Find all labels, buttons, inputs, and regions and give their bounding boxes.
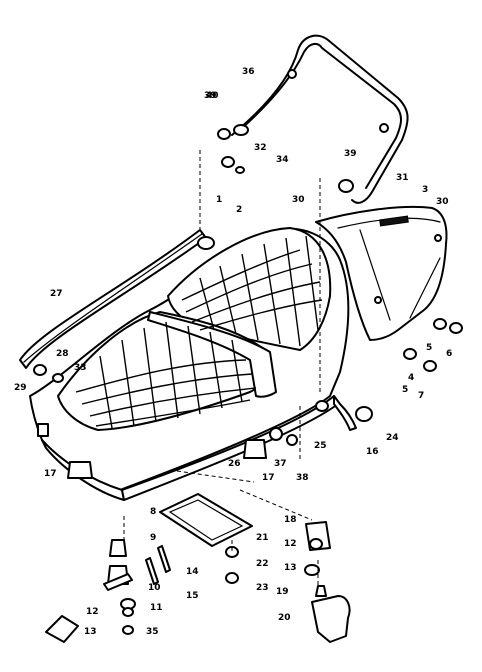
callout-label: 16 [366,447,379,457]
callout-label: 11 [150,603,163,613]
rear-pad-quilting [181,235,323,347]
callout-label: 10 [148,583,161,593]
callout-label: 18 [284,515,297,525]
trim-strip [19,229,215,369]
callout-label: 1 [216,195,222,205]
callout-label: 32 [254,143,267,153]
lower-hardware [33,318,463,643]
callout-label: 17 [262,473,275,483]
callout-label: 31 [396,173,409,183]
callout-label: 25 [314,441,327,451]
callout-label: 35 [146,627,159,637]
callout-label: 30 [436,197,449,207]
callout-label: 5 [426,343,432,353]
callout-label: 40 [206,91,219,101]
callout-label: 6 [446,349,452,359]
callout-label: 23 [256,583,269,593]
callout-label: 2 [236,205,242,215]
tail-cowl [315,205,448,341]
latch-parts [315,395,373,431]
callout-label: 26 [228,459,241,469]
callout-label: 39 [204,91,217,101]
callout-label: 24 [386,433,399,443]
callout-label: 17 [44,469,57,479]
callout-label: 30 [292,195,305,205]
callout-label: 13 [284,563,297,573]
callout-label: 34 [276,155,289,165]
callout-label: 13 [84,627,97,637]
bar-hardware [217,128,354,193]
callout-label: 3 [422,185,428,195]
callout-label: 33 [74,363,87,373]
callout-label: 39 [344,149,357,159]
callout-label: 12 [86,607,99,617]
callout-label: 37 [274,459,287,469]
callout-label: 27 [50,289,63,299]
grab-bar [231,34,409,204]
callout-label: 28 [56,349,69,359]
callout-label: 14 [186,567,199,577]
callout-label: 9 [150,533,156,543]
callout-label: 19 [276,587,289,597]
callout-label: 7 [418,391,424,401]
callout-label: 4 [408,373,414,383]
callout-label: 5 [402,385,408,395]
callout-label: 36 [242,67,255,77]
callout-label: 12 [284,539,297,549]
callout-label: 8 [150,507,156,517]
callout-label: 20 [278,613,291,623]
front-pad-quilting [75,321,257,429]
callout-label: 38 [296,473,309,483]
leader-lines [123,150,321,586]
seat [29,227,350,501]
callout-label: 15 [186,591,199,601]
callout-label: 22 [256,559,269,569]
callout-labels: 1 2 3 4 5 5 6 7 8 9 10 11 12 12 13 13 14… [14,67,452,637]
callout-label: 21 [256,533,269,543]
callout-label: 29 [14,383,27,393]
